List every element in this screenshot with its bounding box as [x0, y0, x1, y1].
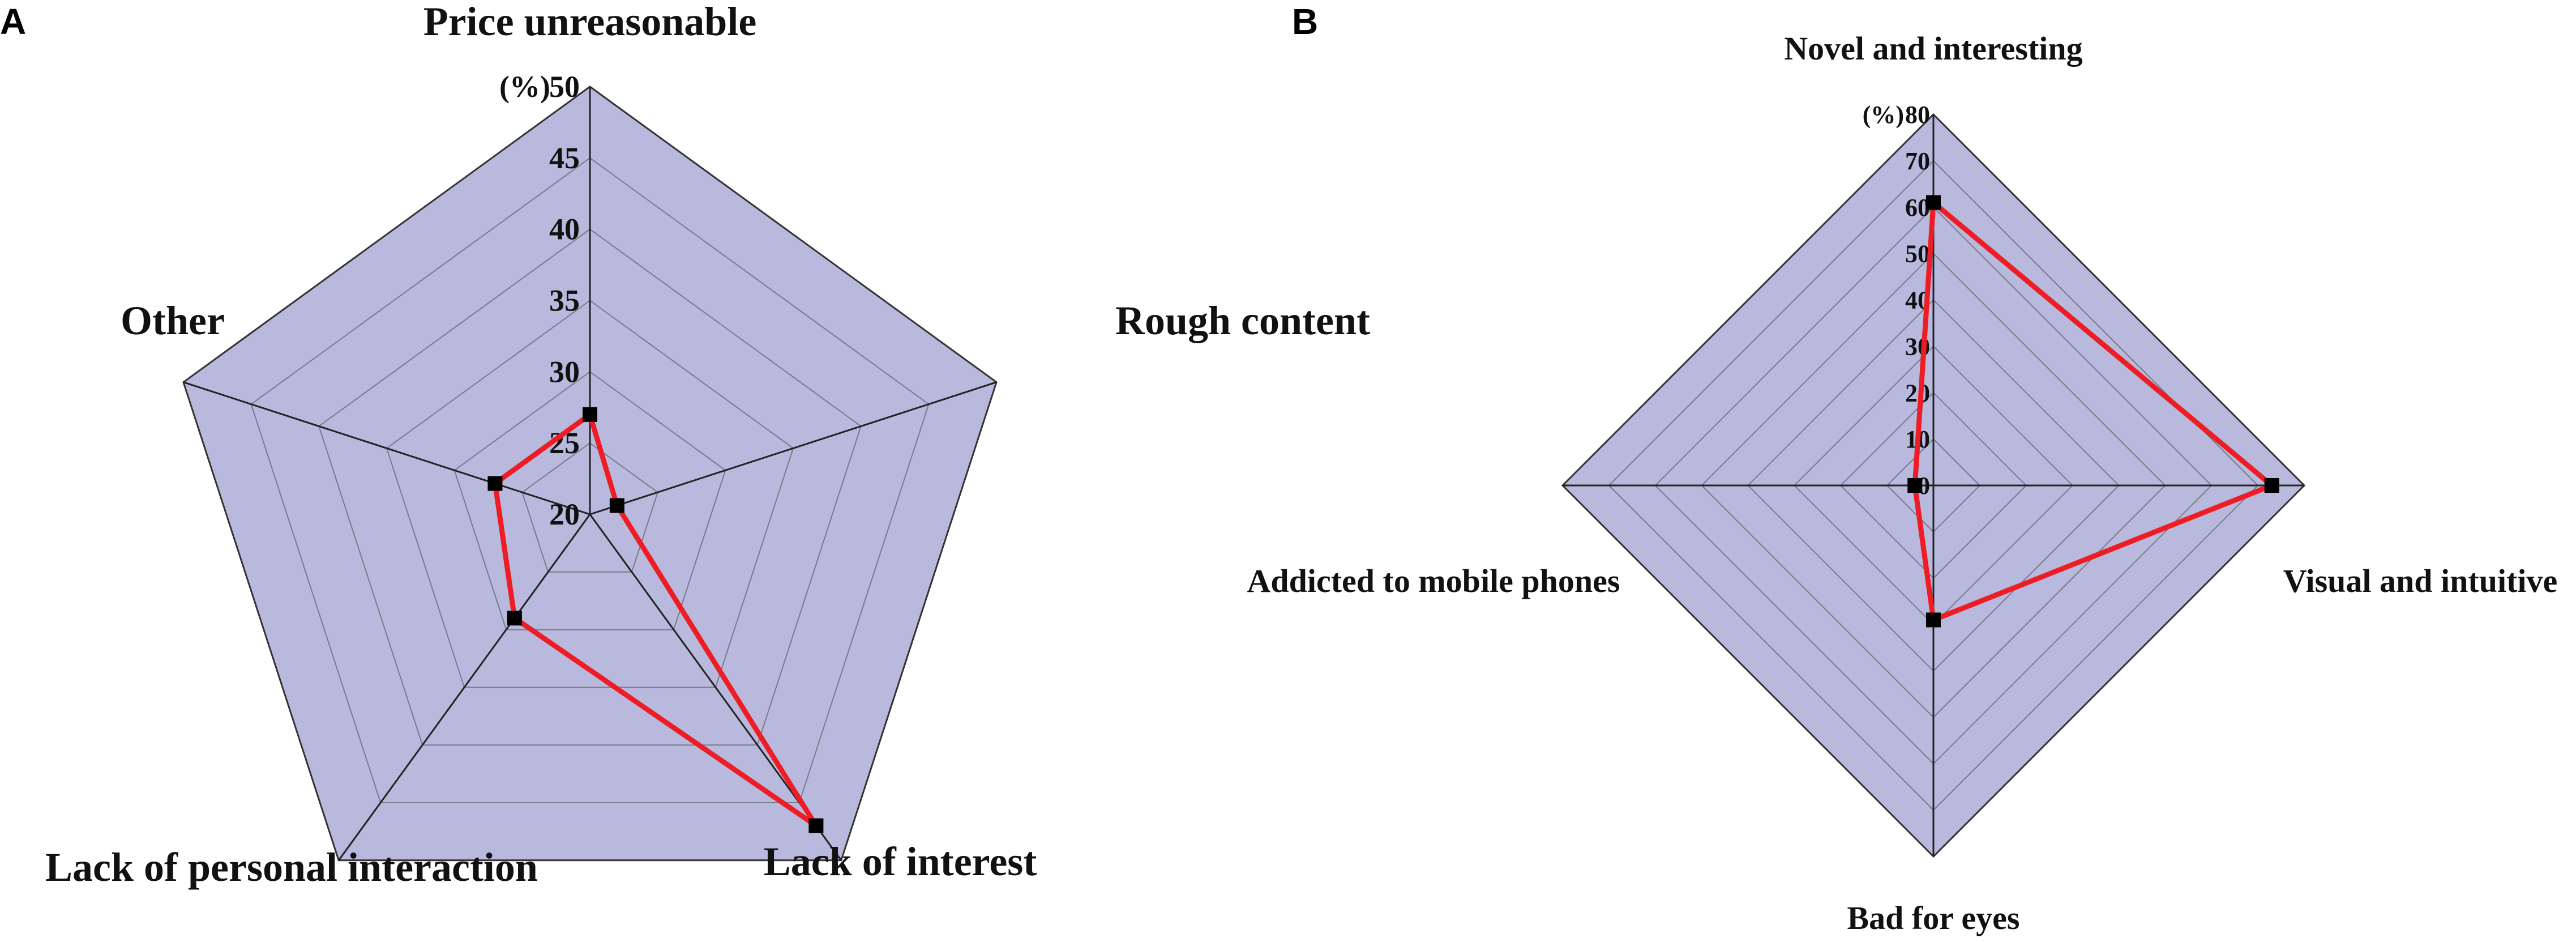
axis-spoke	[183, 381, 590, 515]
data-point	[2264, 478, 2279, 493]
tick-label: 60	[1905, 194, 1930, 221]
axis-label: Visual and intuitive	[2283, 562, 2558, 599]
axis-label: Novel and interesting	[1784, 30, 2082, 67]
panel-b-grid	[1561, 113, 2306, 858]
axis-label: Rough content	[1115, 298, 1370, 343]
tick-label: 30	[549, 355, 580, 389]
axis-label: Price unreasonable	[423, 0, 757, 44]
grid-ring	[318, 228, 862, 746]
axis-label: Bad for eyes	[1847, 900, 2019, 936]
data-point	[1926, 612, 1941, 628]
tick-label: 70	[1905, 147, 1930, 175]
tick-label: 50	[549, 70, 580, 104]
axis-spoke	[589, 381, 997, 515]
data-point	[1907, 478, 1923, 493]
axis-label: Lack of interest	[764, 839, 1037, 884]
panel-b-unit: (%)	[1863, 101, 1904, 129]
tick-label: 80	[1905, 101, 1930, 129]
tick-label: 45	[549, 141, 580, 175]
tick-label: 50	[1905, 240, 1930, 268]
tick-label: 20	[549, 497, 580, 531]
data-point	[507, 611, 522, 626]
panel-a-series	[487, 407, 824, 833]
series-line	[492, 410, 819, 828]
data-point	[1926, 195, 1941, 210]
axis-spoke	[338, 514, 591, 861]
panel-b-series	[1907, 195, 2279, 628]
data-point	[808, 818, 824, 833]
tick-label: 35	[549, 284, 580, 318]
panel-a-unit: (%)	[499, 70, 550, 104]
tick-label: 40	[549, 212, 580, 246]
data-point	[487, 476, 503, 491]
panel-a-grid	[182, 86, 998, 862]
panel-a-letter: A	[0, 1, 26, 42]
data-point	[609, 498, 624, 513]
data-point	[583, 407, 597, 422]
axis-label: Lack of personal interaction	[45, 845, 538, 890]
tick-label: 20	[1905, 379, 1930, 407]
grid-ring	[386, 300, 794, 688]
axis-label: Other	[121, 298, 225, 343]
grid-ring	[453, 371, 726, 630]
panel-b-letter: B	[1292, 1, 1318, 42]
grid-ring	[250, 157, 930, 804]
axis-label: Addicted to mobile phones	[1247, 562, 1620, 599]
grid-ring	[521, 442, 658, 573]
